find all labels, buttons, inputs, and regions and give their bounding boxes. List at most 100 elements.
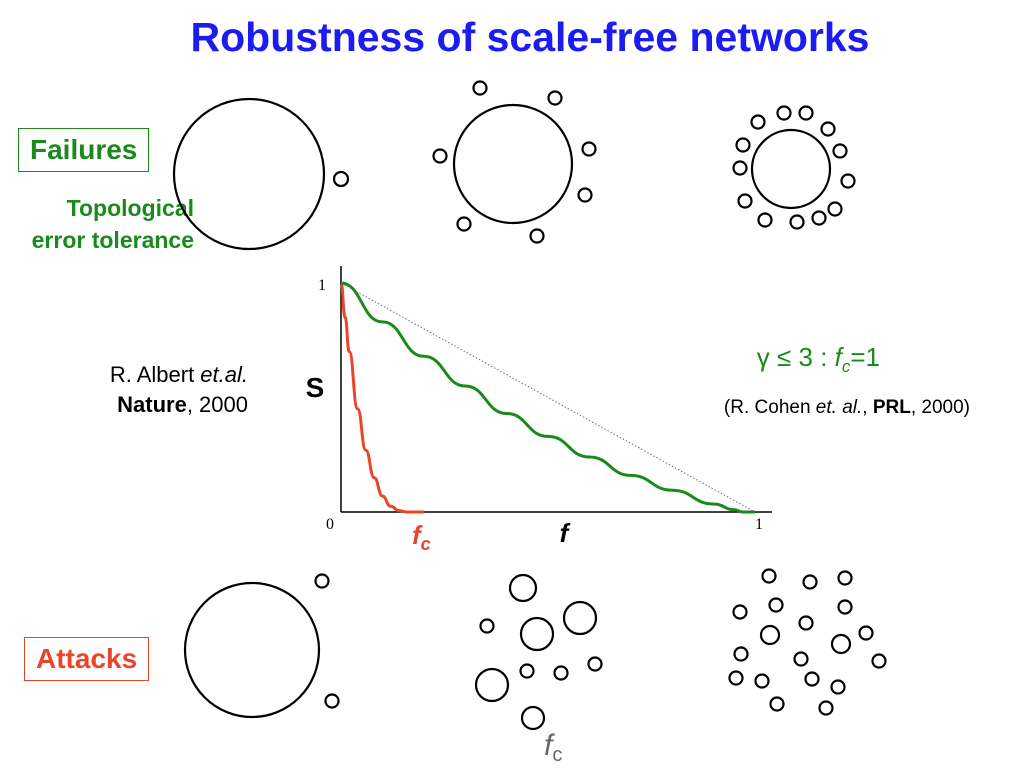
node [793, 651, 809, 667]
node [750, 114, 766, 130]
node [324, 693, 340, 709]
node [827, 201, 843, 217]
topological-line1: Topological [66, 195, 194, 221]
series-line-0 [339, 281, 424, 514]
node [474, 667, 510, 703]
failure-network-2 [432, 80, 597, 244]
cohen-year: , 2000) [910, 397, 970, 418]
node [757, 212, 773, 228]
attack-network-2 [474, 573, 603, 731]
cohen-etal: et. al. [815, 397, 863, 418]
node [587, 656, 603, 672]
node [332, 170, 350, 188]
node [547, 90, 563, 106]
x-axis-label: f [560, 518, 571, 548]
node [802, 574, 818, 590]
series-layer [339, 281, 756, 514]
node [837, 570, 853, 586]
attack-network-1 [183, 573, 340, 719]
node [798, 615, 814, 631]
node [761, 568, 777, 584]
node [529, 228, 545, 244]
series-line-2 [340, 282, 756, 513]
node [519, 616, 555, 652]
node [776, 105, 792, 121]
albert-author: R. Albert [109, 362, 201, 387]
node [769, 696, 785, 712]
node [519, 663, 535, 679]
giant-cluster [452, 103, 574, 225]
bottom-fc-sub: c [552, 744, 562, 766]
node [314, 573, 330, 589]
node [832, 143, 848, 159]
gamma-fc-var: f [834, 342, 842, 372]
albert-etal: et.al. [200, 362, 248, 387]
giant-cluster [172, 97, 326, 251]
fc-marker-label: fc [412, 520, 431, 554]
bottom-fc-label: fc [544, 729, 562, 766]
bottom-fc-var: f [544, 729, 555, 762]
x-tick-1: 1 [755, 516, 763, 533]
node [728, 670, 744, 686]
giant-cluster [183, 581, 321, 719]
node [840, 173, 856, 189]
attack-network-3 [728, 568, 887, 716]
fc-marker-sub: c [421, 534, 431, 554]
failures-label: Failures [18, 128, 150, 172]
node [871, 653, 887, 669]
failure-network-3 [732, 105, 856, 230]
cohen-sep: , [862, 397, 873, 418]
node [508, 573, 538, 603]
node [732, 160, 748, 176]
giant-cluster [750, 128, 832, 210]
node [837, 599, 853, 615]
node [733, 646, 749, 662]
cohen-open: (R. Cohen [723, 397, 816, 418]
node [479, 618, 495, 634]
cohen-citation: (R. Cohen et. al., PRL, 2000) [600, 397, 970, 419]
node [820, 121, 836, 137]
node [520, 705, 546, 731]
y-tick-1: 1 [318, 277, 326, 294]
node [789, 214, 805, 230]
gamma-symbol: γ ≤ 3 : [756, 342, 835, 372]
albert-journal: Nature [117, 392, 187, 417]
node [456, 216, 472, 232]
series-line-1 [340, 281, 755, 514]
node [858, 625, 874, 641]
albert-citation: R. Albert et.al. Nature, 2000 [48, 360, 248, 420]
chart: 1 0 1 S f fc [306, 266, 772, 554]
node [811, 210, 827, 226]
node [577, 187, 593, 203]
albert-year: , 2000 [186, 392, 248, 417]
attacks-label: Attacks [24, 637, 150, 681]
node [830, 633, 852, 655]
node [732, 604, 748, 620]
gamma-annotation: γ ≤ 3 : fc=1 [640, 342, 880, 377]
node [818, 700, 834, 716]
node [798, 105, 814, 121]
x-tick-0: 0 [326, 516, 334, 533]
node [581, 141, 597, 157]
fc-marker-var: f [412, 520, 423, 550]
node [432, 148, 448, 164]
node [472, 80, 488, 96]
gamma-fc-sub: c [841, 357, 851, 377]
slide-title: Robustness of scale-free networks [190, 14, 870, 60]
node [759, 624, 781, 646]
topological-line2: error tolerance [31, 227, 194, 253]
failure-network-1 [172, 97, 350, 251]
node [804, 671, 820, 687]
node [768, 597, 784, 613]
node [562, 600, 598, 636]
cohen-journal: PRL [872, 397, 911, 418]
gamma-rest: =1 [850, 342, 880, 372]
topological-error-tolerance-label: Topological error tolerance [0, 192, 194, 256]
node [830, 679, 846, 695]
node [735, 137, 751, 153]
node [737, 193, 753, 209]
y-axis-label: S [306, 372, 325, 403]
node [754, 673, 770, 689]
node [553, 665, 569, 681]
